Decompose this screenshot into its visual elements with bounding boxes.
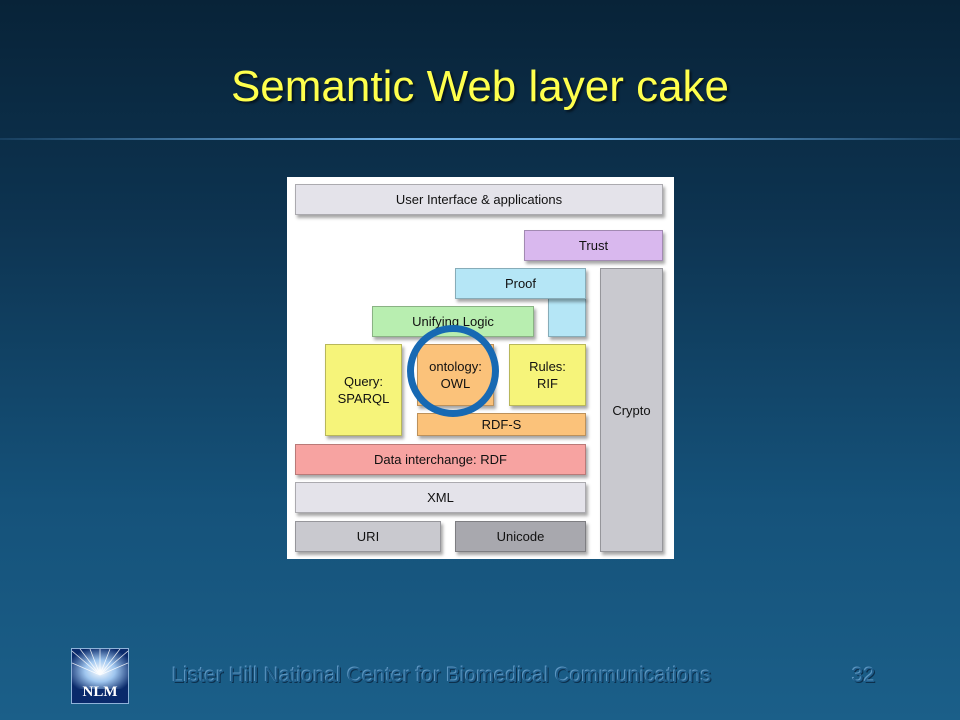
layer-xml: XML <box>295 482 586 513</box>
layer-proof: Proof <box>455 268 586 299</box>
layer-query-label: Query: SPARQL <box>337 374 390 406</box>
layer-query: Query: SPARQL <box>325 344 402 436</box>
nlm-logo-text: NLM <box>82 684 118 700</box>
layer-rules: Rules: RIF <box>509 344 586 406</box>
slide-title: Semantic Web layer cake <box>230 62 730 111</box>
layer-user-interface: User Interface & applications <box>295 184 663 215</box>
layer-trust: Trust <box>524 230 663 261</box>
layer-rdf-label: Data interchange: RDF <box>374 452 507 467</box>
layer-unicode-label: Unicode <box>496 529 545 544</box>
layer-user-interface-label: User Interface & applications <box>395 192 563 207</box>
layer-proof-label: Proof <box>504 276 537 291</box>
layer-unicode: Unicode <box>455 521 586 552</box>
semantic-web-layer-cake-diagram: User Interface & applications Trust Proo… <box>287 177 674 559</box>
layer-trust-label: Trust <box>578 238 609 253</box>
layer-crypto-label: Crypto <box>612 402 651 418</box>
nlm-logo-rays-icon <box>72 649 128 689</box>
layer-rules-label: Rules: RIF <box>529 359 566 391</box>
layer-uri: URI <box>295 521 441 552</box>
title-divider <box>0 138 960 140</box>
layer-proof-extension <box>548 297 586 337</box>
slide-number: 32 <box>852 664 876 687</box>
layer-xml-label: XML <box>427 490 454 505</box>
layer-rdf-s-label: RDF-S <box>481 417 522 432</box>
layer-rdf: Data interchange: RDF <box>295 444 586 475</box>
layer-uri-label: URI <box>356 529 380 544</box>
layer-rdf-s: RDF-S <box>417 413 586 436</box>
footer-credit: Lister Hill National Center for Biomedic… <box>172 664 712 687</box>
layer-crypto: Crypto <box>600 268 663 552</box>
nlm-logo: NLM <box>71 648 129 704</box>
owl-highlight-circle <box>407 325 499 417</box>
